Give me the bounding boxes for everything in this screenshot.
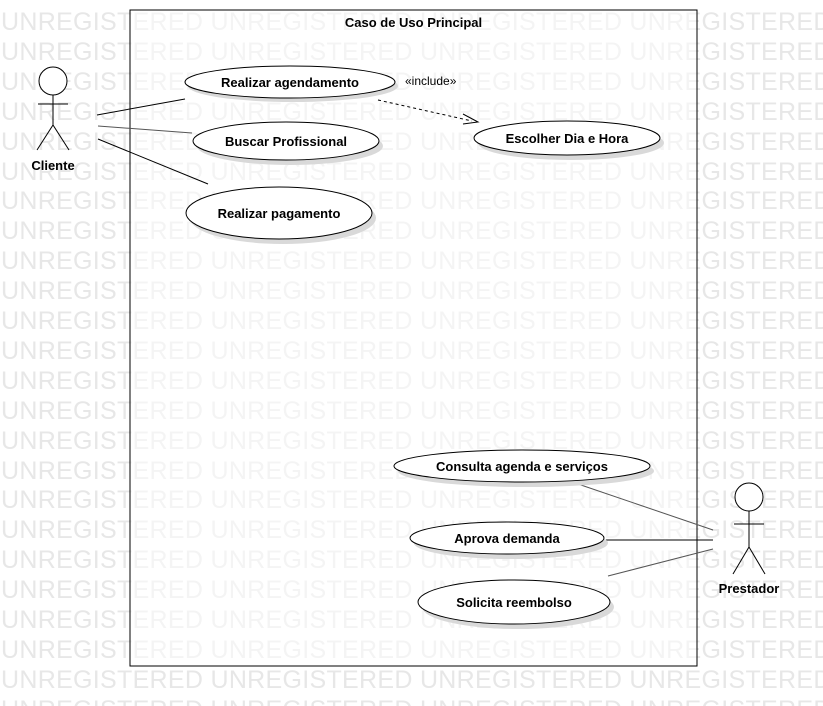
- use-case-label: Solicita reembolso: [456, 595, 572, 610]
- actor-prestador[interactable]: Prestador: [719, 482, 780, 596]
- assoc-cliente-buscar[interactable]: [97, 125, 193, 134]
- use-case-realizar-agendamento[interactable]: Realizar agendamento: [184, 65, 398, 102]
- system-boundary[interactable]: [129, 9, 698, 667]
- system-title: Caso de Uso Principal: [345, 15, 482, 30]
- actor-head: [38, 66, 68, 96]
- use-case-aprova-demanda[interactable]: Aprova demanda: [409, 521, 608, 559]
- use-case-escolher-dia-hora[interactable]: Escolher Dia e Hora: [473, 120, 664, 160]
- include-arrow[interactable]: [377, 99, 473, 122]
- use-case-realizar-pagamento[interactable]: Realizar pagamento: [185, 186, 376, 244]
- assoc-cliente-agendamento[interactable]: [96, 98, 186, 116]
- use-case-label: Buscar Profissional: [225, 134, 347, 149]
- use-case-solicita-reembolso[interactable]: Solicita reembolso: [417, 579, 614, 629]
- use-case-label: Escolher Dia e Hora: [506, 131, 630, 146]
- assoc-cliente-pagamento[interactable]: [97, 138, 209, 185]
- actor-cliente[interactable]: Cliente: [31, 66, 75, 173]
- assoc-prestador-reembolso[interactable]: [607, 548, 714, 577]
- use-case-buscar-profissional[interactable]: Buscar Profissional: [192, 121, 383, 165]
- use-case-label: Aprova demanda: [454, 531, 560, 546]
- actor-head: [734, 482, 764, 512]
- use-case-label: Realizar agendamento: [221, 75, 359, 90]
- include-arrowhead: [462, 113, 480, 125]
- assoc-prestador-consulta[interactable]: [577, 483, 714, 531]
- use-case-label: Realizar pagamento: [218, 206, 341, 221]
- actor-label: Cliente: [31, 158, 74, 173]
- use-case-consulta-agenda[interactable]: Consulta agenda e serviços: [393, 449, 654, 487]
- actor-label: Prestador: [719, 581, 780, 596]
- include-label: «include»: [405, 74, 457, 88]
- use-case-label: Consulta agenda e serviços: [436, 459, 608, 474]
